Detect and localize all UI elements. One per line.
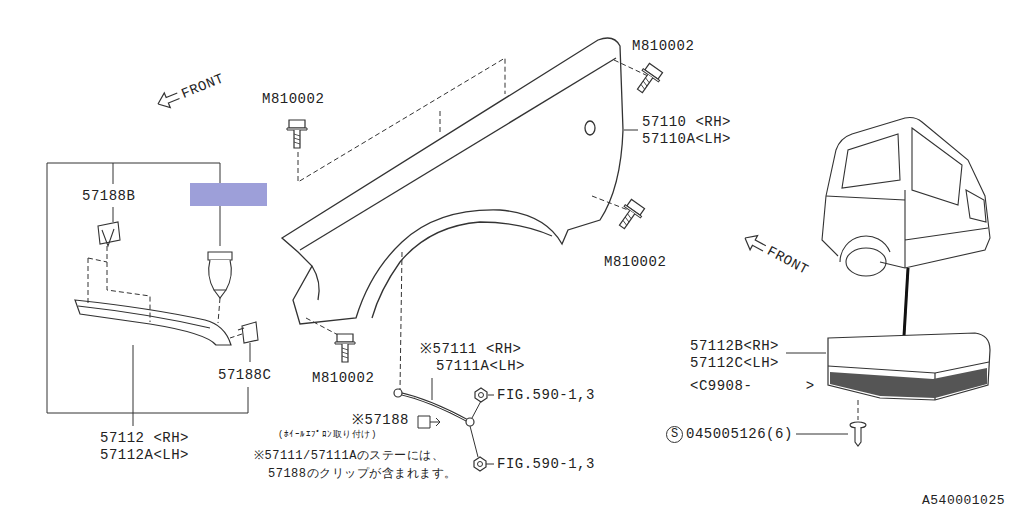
bolt [287, 120, 307, 148]
leader-line [796, 434, 848, 435]
clip [242, 322, 258, 343]
mount-lines [298, 58, 858, 420]
push-pin [214, 290, 226, 298]
bumper-outline [828, 333, 990, 400]
note-text: ※57111/57111Aのステーには、 [254, 450, 444, 464]
mount-line [858, 400, 859, 420]
part-number: M810002 [262, 91, 324, 107]
figure-ref: FIG.590-1,3 [497, 456, 595, 472]
model-code: <C9908- > [690, 378, 815, 394]
direction-label: FRONT [764, 243, 811, 278]
vehicle-window [842, 134, 900, 188]
push-pin [209, 260, 232, 290]
mount-line [306, 318, 340, 336]
part-number: 57112C<LH> [690, 355, 779, 371]
clip [418, 416, 440, 428]
part-number: 57188C [218, 367, 271, 383]
leader-line [220, 206, 221, 246]
standard-mark: S [666, 426, 683, 443]
mount-line [400, 252, 402, 390]
part-number: 57110A<LH> [642, 131, 731, 147]
mount-line [298, 58, 505, 182]
bolt [614, 198, 646, 232]
fender-crease [300, 58, 616, 250]
bracket-line [113, 163, 220, 183]
mount-line [230, 334, 242, 338]
stay-eye [394, 389, 402, 397]
bumper-shade [830, 368, 987, 398]
mount-line [440, 111, 441, 135]
part-number: 57188B [82, 188, 135, 204]
bumper-line [828, 362, 989, 373]
bolt [632, 62, 664, 96]
leader-line [470, 426, 478, 457]
fender-flange [372, 222, 552, 318]
mount-line [218, 298, 220, 323]
molding-line [78, 306, 210, 328]
screw [796, 422, 866, 446]
screw-shank [855, 427, 861, 446]
note-text: (ﾎｲｰﾙｴﾌﾟﾛﾝ取り付け) [278, 430, 377, 440]
figure-ref: FIG.590-1,3 [497, 387, 595, 403]
clip [102, 229, 114, 246]
part-number: M810002 [632, 38, 694, 54]
vehicle-window [912, 128, 962, 205]
vehicle [822, 118, 990, 277]
part-number: M810002 [312, 370, 374, 386]
vehicle-wheel [846, 248, 886, 276]
part-number: M810002 [604, 254, 666, 270]
mount-lines [88, 246, 242, 338]
vehicle-line [826, 190, 988, 268]
drawing-id: A540001025 [922, 494, 1005, 509]
part-number: ※57188 [352, 412, 409, 428]
part-number: 57111A<LH> [436, 358, 525, 374]
mount-line [88, 258, 107, 303]
leader-line [250, 343, 251, 362]
leader-line [486, 395, 494, 464]
pointer-line [904, 268, 908, 336]
leader-line [113, 207, 114, 222]
nut [474, 457, 486, 471]
front-arrow [155, 88, 181, 111]
bumper-corner [786, 333, 990, 400]
vehicle-body [826, 118, 990, 269]
front-arrow [741, 231, 768, 255]
push-pin [208, 252, 232, 260]
mount-line [592, 196, 628, 210]
front-arrow [741, 231, 768, 255]
part-number: 57110 <RH> [642, 114, 731, 130]
leader-line [786, 353, 826, 354]
leader-line [432, 378, 433, 400]
leader-line [624, 130, 638, 131]
note-text: 57188のクリップが含まれます。 [268, 468, 457, 482]
molding-outline [75, 300, 231, 345]
mount-line [107, 246, 150, 322]
direction-label: FRONT [179, 70, 226, 102]
leader-line [472, 401, 481, 418]
clip [98, 222, 120, 244]
vehicle-line [822, 196, 838, 256]
part-number: 57112 <RH> [100, 430, 189, 446]
fender-outline [282, 38, 623, 324]
stay-eye [466, 418, 474, 426]
nut [475, 388, 487, 402]
part-number: 57112B<RH> [690, 338, 779, 354]
vehicle-lamp [966, 190, 986, 222]
clip [238, 328, 244, 330]
fender-edge [312, 266, 319, 300]
mount-line [614, 60, 648, 76]
fender-hole [585, 121, 595, 135]
vehicle-wheel [840, 236, 890, 262]
front-arrow [155, 88, 181, 111]
bolt [335, 334, 355, 362]
highlight-box [190, 183, 267, 206]
part-number: 045005126(6) [686, 426, 793, 442]
fender [282, 38, 623, 324]
part-number: ※57111 <RH> [420, 341, 522, 357]
bracket-line [133, 345, 134, 426]
part-number: 57112A<LH> [100, 447, 189, 463]
molding [75, 300, 231, 345]
